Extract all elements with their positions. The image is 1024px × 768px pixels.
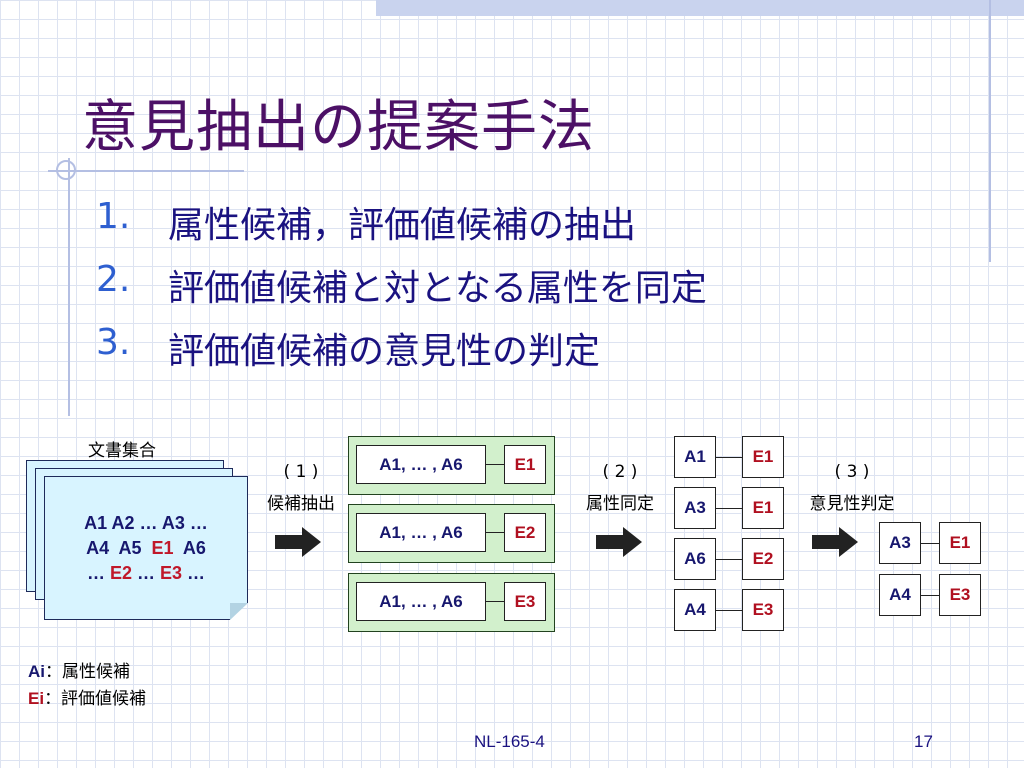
result-eval-box: E3 — [939, 574, 981, 616]
eval-candidate-box: E3 — [504, 582, 546, 621]
method-steps-list: 1. 属性候補，評価値候補の抽出 2. 評価値候補と対となる属性を同定 3. 評… — [96, 196, 707, 385]
document-fold-corner — [230, 603, 248, 620]
connector-line — [716, 610, 742, 611]
document-line: A4 A5 E1 A6 — [86, 536, 206, 561]
step-item: 1. 属性候補，評価値候補の抽出 — [96, 196, 707, 259]
step-text: 評価値候補の意見性の判定 — [168, 331, 601, 372]
step-number: 2. — [96, 259, 131, 300]
document-text: … — [86, 562, 110, 583]
legend-key: Ei — [28, 689, 45, 708]
eval-candidate-box: E1 — [504, 445, 546, 484]
connector-line — [716, 559, 742, 560]
footer-slide-id: NL-165-4 — [474, 732, 545, 751]
document-line: … E2 … E3 … — [87, 561, 205, 586]
legend-item: Ei：評価値候補 — [28, 684, 146, 709]
result-eval-box: E1 — [939, 522, 981, 564]
right-decoration-line — [989, 0, 991, 262]
connector-line — [716, 457, 742, 458]
document-line: A1 A2 … A3 … — [84, 511, 208, 536]
result-attribute-box: A3 — [879, 522, 921, 564]
connector-line — [716, 508, 742, 509]
eval-box: E2 — [742, 538, 784, 580]
eval-box: E3 — [742, 589, 784, 631]
document-text: A6 — [173, 537, 206, 558]
page-number: 17 — [914, 732, 933, 751]
document-sheet-front: A1 A2 … A3 … A4 A5 E1 A6 … E2 … E3 … — [44, 476, 248, 620]
attribute-candidates-box: A1, … , A6 — [356, 582, 486, 621]
connector-line — [921, 543, 939, 544]
eval-box: E1 — [742, 487, 784, 529]
step-text: 評価値候補と対となる属性を同定 — [168, 268, 707, 309]
attribute-box: A3 — [674, 487, 716, 529]
slide-title: 意見抽出の提案手法 — [82, 95, 595, 160]
document-line-text: A1 A2 … A3 … — [84, 512, 208, 533]
legend-text: ：評価値候補 — [44, 689, 147, 709]
step3-arrow-icon — [812, 527, 858, 557]
left-decoration-line — [68, 158, 70, 416]
attribute-box: A1 — [674, 436, 716, 478]
legend-key: Ai — [28, 662, 45, 681]
title-underline — [48, 170, 244, 172]
eval-token: E2 — [109, 562, 132, 583]
step1-number: ( 1 ) — [283, 462, 319, 482]
step-text: 属性候補，評価値候補の抽出 — [168, 205, 637, 246]
attribute-box: A4 — [674, 589, 716, 631]
legend-text: ：属性候補 — [45, 662, 130, 682]
connector-line — [921, 595, 939, 596]
step1-arrow-icon — [275, 527, 321, 557]
legend-item: Ai：属性候補 — [28, 657, 130, 682]
eval-token: E3 — [160, 562, 183, 583]
eval-box: E1 — [742, 436, 784, 478]
document-set-label: 文書集合 — [88, 441, 156, 461]
step2-number: ( 2 ) — [602, 462, 638, 482]
connector-line — [486, 601, 504, 602]
step3-number: ( 3 ) — [834, 462, 870, 482]
decoration-circle — [56, 160, 76, 180]
step-item: 2. 評価値候補と対となる属性を同定 — [96, 259, 707, 322]
document-text: … — [131, 562, 160, 583]
attribute-candidates-box: A1, … , A6 — [356, 513, 486, 552]
attribute-box: A6 — [674, 538, 716, 580]
step2-arrow-icon — [596, 527, 642, 557]
connector-line — [486, 532, 504, 533]
connector-line — [486, 464, 504, 465]
step1-label: 候補抽出 — [267, 494, 335, 514]
step3-label: 意見性判定 — [809, 494, 895, 514]
eval-candidate-box: E2 — [504, 513, 546, 552]
attribute-candidates-box: A1, … , A6 — [356, 445, 486, 484]
step-item: 3. 評価値候補の意見性の判定 — [96, 322, 707, 385]
eval-token: E1 — [151, 537, 174, 558]
document-text: A4 A5 — [86, 537, 152, 558]
document-text: … — [182, 562, 206, 583]
top-decoration-band — [376, 0, 1024, 16]
result-attribute-box: A4 — [879, 574, 921, 616]
step2-label: 属性同定 — [586, 494, 654, 514]
step-number: 1. — [96, 196, 131, 237]
step-number: 3. — [96, 322, 131, 363]
